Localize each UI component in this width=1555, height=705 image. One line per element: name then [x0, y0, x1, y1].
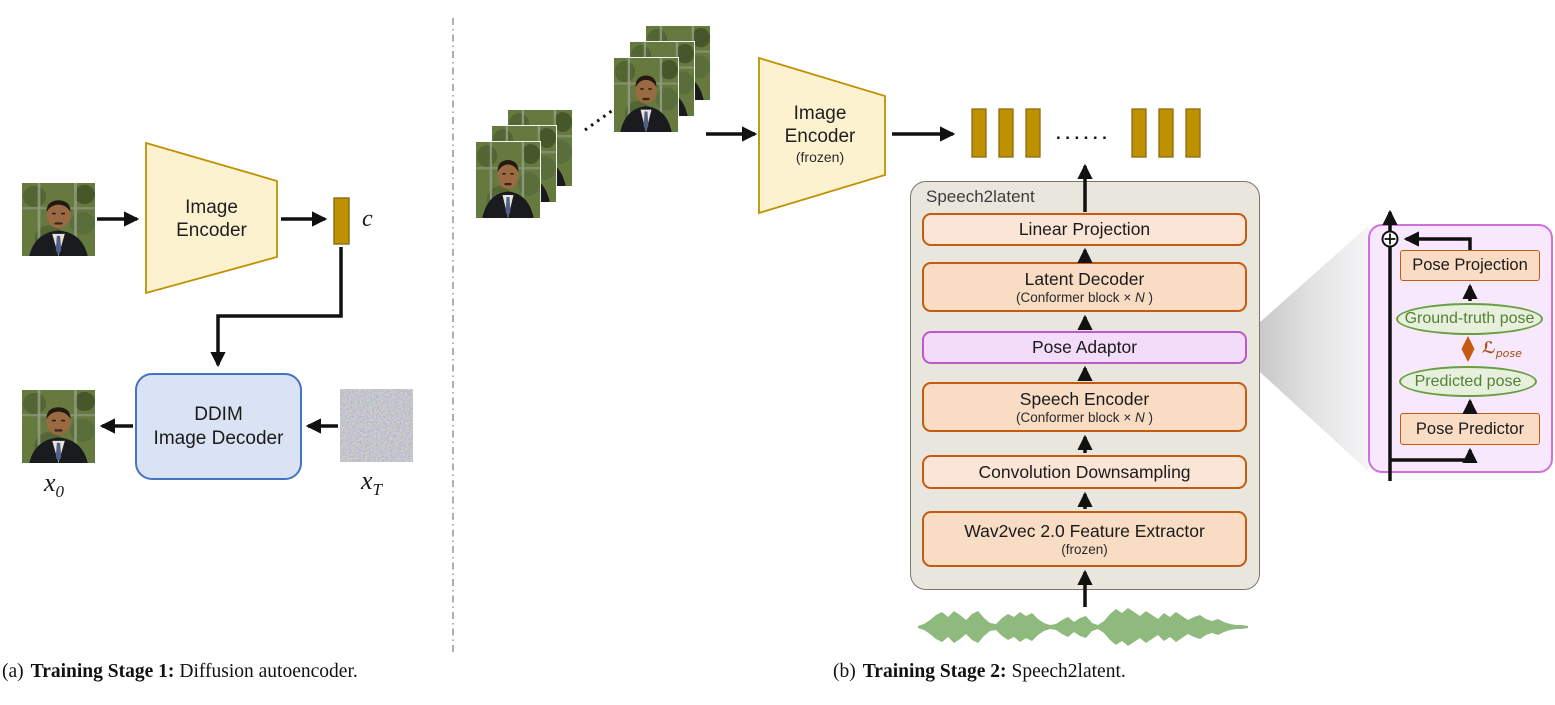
- noise-image: [340, 389, 413, 462]
- linear-projection-block: Linear Projection: [922, 213, 1247, 246]
- latent-decoder-block: Latent Decoder (Conformer block × N ): [922, 262, 1247, 312]
- frames-dotted-link: [584, 108, 614, 132]
- ddim-image-decoder: DDIM Image Decoder: [135, 373, 302, 480]
- x0-label: x0: [44, 468, 65, 502]
- input-face-image: [22, 183, 95, 256]
- ground-truth-pose-ellipse: Ground-truth pose: [1396, 303, 1543, 335]
- latent-bars-group-2: [1131, 108, 1201, 158]
- convolution-downsampling-block: Convolution Downsampling: [922, 455, 1247, 489]
- caption-b: (b)Training Stage 2:Speech2latent.: [833, 661, 1126, 682]
- stage1-image-encoder-label: Image Encoder: [176, 197, 247, 241]
- magnifier-wedge: [1249, 226, 1368, 471]
- latent-vector-bar: [333, 197, 350, 245]
- arrow-latent-to-decoder: [210, 247, 343, 368]
- video-frame: [613, 57, 679, 133]
- caption-a: (a)Training Stage 1:Diffusion autoencode…: [2, 661, 358, 682]
- wav2vec-feature-extractor-block: Wav2vec 2.0 Feature Extractor (frozen): [922, 511, 1247, 567]
- xT-label: xT: [361, 466, 383, 500]
- ellipsis-dots: ......: [1056, 124, 1112, 143]
- pose-loss-label: ℒpose: [1482, 338, 1522, 361]
- latent-c-label: c: [362, 206, 373, 232]
- audio-waveform: [918, 608, 1248, 646]
- stage2-image-encoder-label: Image Encoder (frozen): [784, 103, 856, 165]
- speech2latent-label: Speech2latent: [926, 187, 1035, 206]
- latent-bars-group-1: [971, 108, 1041, 158]
- output-face-image: [22, 390, 95, 463]
- speech-encoder-block: Speech Encoder (Conformer block × N ): [922, 382, 1247, 432]
- predicted-pose-ellipse: Predicted pose: [1399, 366, 1537, 397]
- pose-predictor-block: Pose Predictor: [1400, 413, 1540, 445]
- pose-projection-block: Pose Projection: [1400, 250, 1540, 281]
- pose-adaptor-block: Pose Adaptor: [922, 331, 1247, 364]
- video-frame: [475, 141, 541, 219]
